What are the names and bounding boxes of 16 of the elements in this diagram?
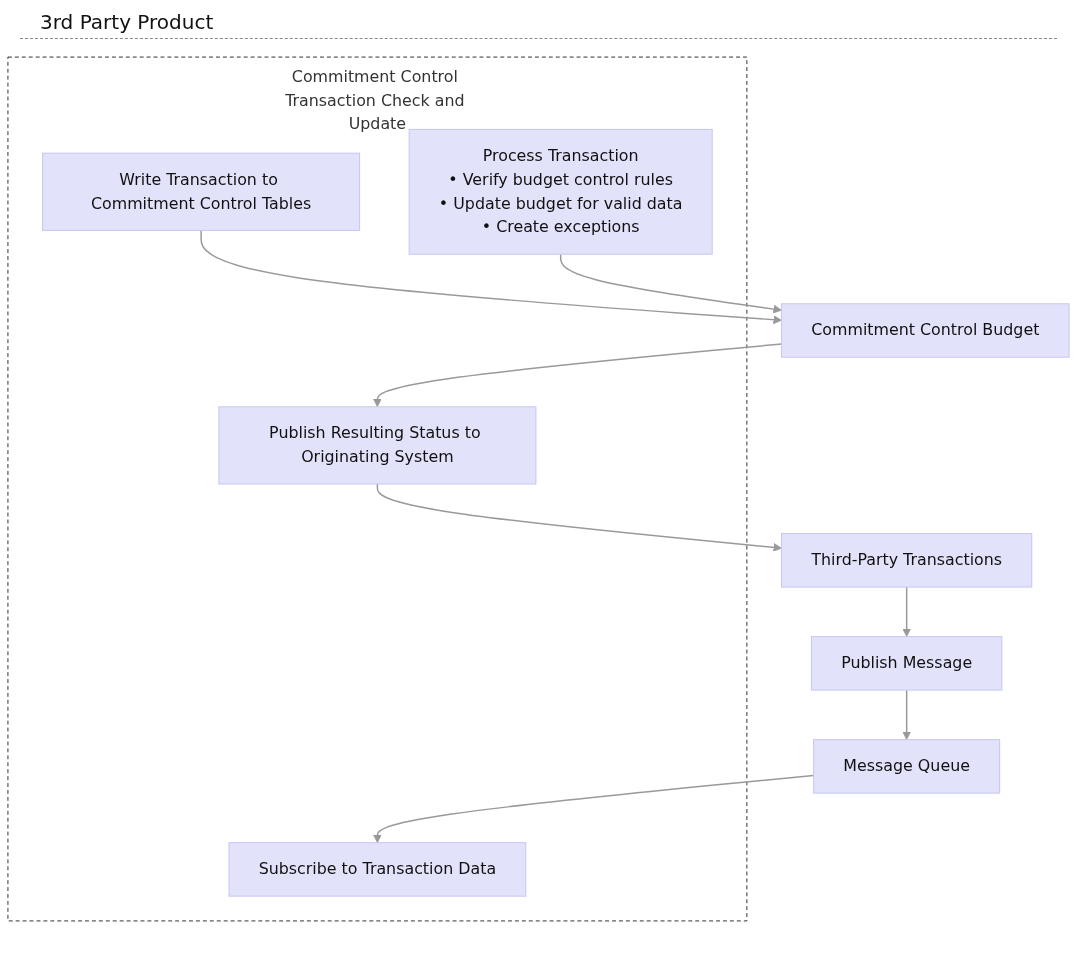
node-box: Subscribe to Transaction Data	[228, 842, 527, 897]
node-box: Process Transaction • Verify budget control rules • Update budget for valid data • Create exceptions	[408, 128, 713, 255]
node-box: Publish Resulting Status to Originating System	[218, 406, 537, 485]
arrow	[902, 586, 911, 637]
section-label: 3rd Party Product	[40, 10, 214, 34]
arrow	[376, 483, 782, 552]
arrow	[902, 689, 911, 741]
arrow	[373, 343, 783, 408]
arrow	[200, 229, 782, 325]
node-box: Write Transaction to Commitment Control Tables	[42, 152, 361, 231]
arrow	[373, 774, 815, 844]
node-box: Commitment Control Budget	[781, 303, 1070, 358]
node-box: Third-Party Transactions	[781, 533, 1033, 588]
arrow	[559, 253, 782, 314]
node-box: Message Queue	[813, 739, 1001, 794]
node-box: Publish Message	[810, 636, 1003, 691]
